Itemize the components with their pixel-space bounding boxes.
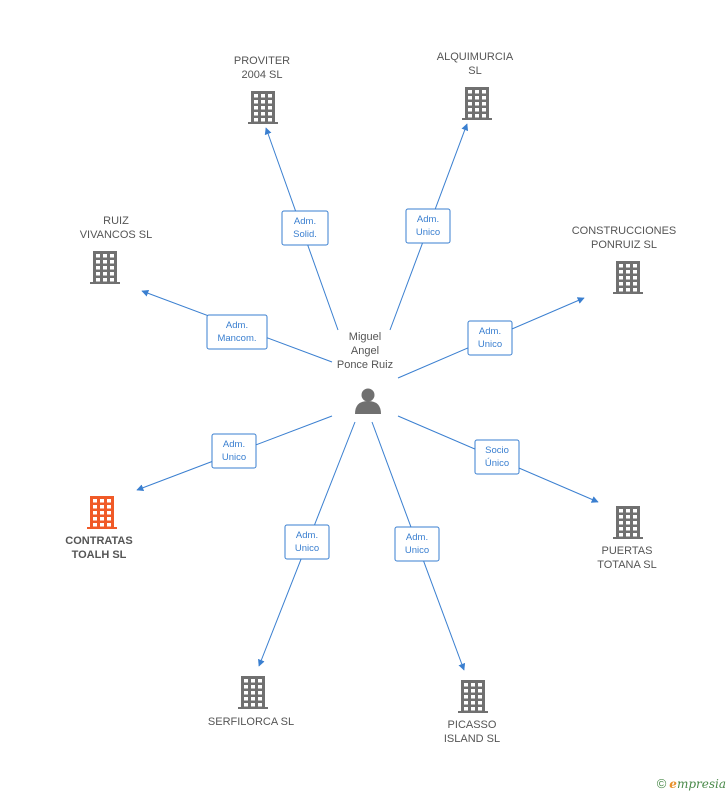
relation-label-line: Mancom. <box>217 333 256 344</box>
relation-label-box <box>284 524 330 560</box>
relation-label-box <box>405 208 451 244</box>
company-name: PROVITER 2004 SL <box>234 55 290 81</box>
building-icon <box>613 506 643 539</box>
footer-brand: ©empresia <box>657 776 726 791</box>
company-name-line: TOALH SL <box>72 549 127 561</box>
company-name-line: TOTANA SL <box>597 559 657 571</box>
company-name-line: SERFILORCA SL <box>208 716 294 728</box>
company-name-line: CONSTRUCCIONES <box>572 225 677 237</box>
relation-label-box <box>281 210 329 246</box>
relation-label-box <box>211 433 257 469</box>
relation-label: Adm. Unico <box>222 439 246 463</box>
relation-label-line: Unico <box>478 339 502 350</box>
company-node-contratas-toalh[interactable]: CONTRATAS TOALH SL <box>65 496 133 561</box>
relation-label-line: Adm. <box>479 326 501 337</box>
company-name-line: PICASSO <box>448 719 497 731</box>
person-icon <box>355 388 381 414</box>
company-name: CONTRATAS TOALH SL <box>65 535 132 561</box>
relation-label-line: Adm. <box>294 216 316 227</box>
relation-label: Adm. Mancom. <box>217 320 256 344</box>
company-name-line: RUIZ <box>103 215 129 227</box>
person-name-line: Angel <box>351 345 379 357</box>
relation-label-line: Unico <box>295 543 319 554</box>
relation-label-line: Unico <box>222 452 246 463</box>
company-name: ALQUIMURCIA SL <box>437 51 514 77</box>
relation-label-line: Unico <box>416 227 440 238</box>
person-name-line: Miguel <box>349 331 381 343</box>
building-icon <box>87 496 117 529</box>
relation-label-box <box>206 314 268 350</box>
edge-contratas-toalh: Adm. Unico <box>136 415 333 492</box>
person-name-line: Ponce Ruiz <box>337 359 393 371</box>
edge-picasso-island: Adm. Unico <box>371 421 466 671</box>
building-icon <box>462 87 492 120</box>
company-node-construcciones-ponruiz[interactable]: CONSTRUCCIONES PONRUIZ SL <box>572 225 677 294</box>
relation-label-box <box>474 439 520 475</box>
company-name-line: SL <box>468 65 481 77</box>
company-name-line: PONRUIZ SL <box>591 239 657 251</box>
company-name: PICASSO ISLAND SL <box>444 719 500 745</box>
relation-label-line: Adm. <box>223 439 245 450</box>
company-node-picasso-island[interactable]: PICASSO ISLAND SL <box>444 680 500 745</box>
company-name: CONSTRUCCIONES PONRUIZ SL <box>572 225 677 251</box>
relation-label-line: Solid. <box>293 229 317 240</box>
relation-label-line: Unico <box>405 545 429 556</box>
brand-logo-e: e <box>669 777 677 791</box>
company-name-line: PUERTAS <box>602 545 653 557</box>
relation-label-line: Adm. <box>226 320 248 331</box>
relation-label: Adm. Solid. <box>293 216 317 240</box>
edge-ruiz-vivancos: Adm. Mancom. <box>141 289 333 363</box>
copyright-symbol: © <box>656 776 667 791</box>
building-icon <box>613 261 643 294</box>
relation-label: Adm. Unico <box>405 532 429 556</box>
company-name-line: ALQUIMURCIA <box>437 51 514 63</box>
edge-proviter: Adm. Solid. <box>264 127 339 331</box>
building-icon <box>238 676 268 709</box>
relation-label-line: Único <box>485 458 509 469</box>
relation-label-line: Adm. <box>296 530 318 541</box>
company-name-line: VIVANCOS SL <box>80 229 153 241</box>
edge-alquimurcia: Adm. Unico <box>389 123 469 331</box>
company-name-line: 2004 SL <box>242 69 283 81</box>
edge-serfilorca: Adm. Unico <box>258 421 356 667</box>
building-icon <box>248 91 278 124</box>
company-name-line: CONTRATAS <box>65 535 132 547</box>
relation-label-line: Adm. <box>417 214 439 225</box>
relation-label-line: Socio <box>485 445 509 456</box>
company-node-alquimurcia[interactable]: ALQUIMURCIA SL <box>437 51 514 120</box>
company-name-line: PROVITER <box>234 55 290 67</box>
company-name: PUERTAS TOTANA SL <box>597 545 657 571</box>
company-node-proviter[interactable]: PROVITER 2004 SL <box>234 55 290 124</box>
relation-label: Adm. Unico <box>478 326 502 350</box>
building-icon <box>90 251 120 284</box>
company-name-line: ISLAND SL <box>444 733 500 745</box>
relation-label-box <box>394 526 440 562</box>
company-node-serfilorca[interactable]: SERFILORCA SL <box>208 676 294 728</box>
relation-label-box <box>467 320 513 356</box>
brand-logo-text: mpresia <box>676 777 726 791</box>
relation-label: Adm. Unico <box>295 530 319 554</box>
company-node-ruiz-vivancos[interactable]: RUIZ VIVANCOS SL <box>80 215 153 284</box>
company-node-puertas-totana[interactable]: PUERTAS TOTANA SL <box>597 506 657 571</box>
relation-label-line: Adm. <box>406 532 428 543</box>
company-name: SERFILORCA SL <box>208 716 294 728</box>
edge-construcciones-ponruiz: Adm. Unico <box>397 297 585 379</box>
building-icon <box>458 680 488 713</box>
relation-label: Adm. Unico <box>416 214 440 238</box>
company-name: RUIZ VIVANCOS SL <box>80 215 153 241</box>
